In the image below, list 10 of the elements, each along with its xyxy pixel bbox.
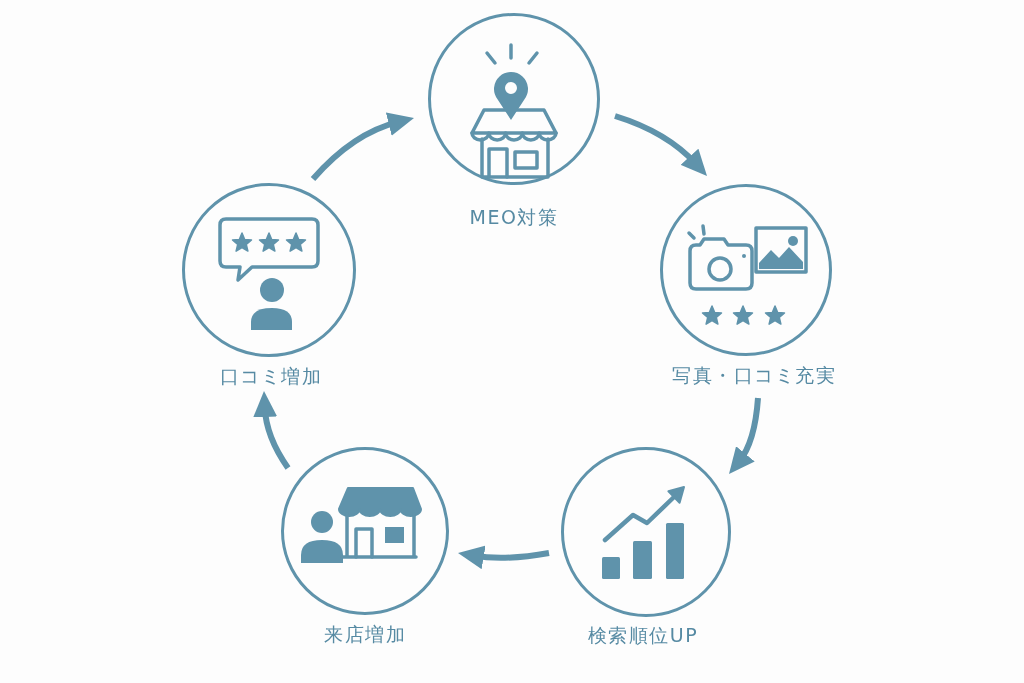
curved-arrow	[457, 545, 550, 570]
step-label: 写真・口コミ充実	[672, 363, 836, 387]
step-label: 検索順位UP	[587, 623, 699, 647]
step-label: 来店増加	[324, 622, 406, 646]
step-label: MEO対策	[469, 205, 559, 229]
curved-arrow	[614, 113, 708, 176]
step-label: 口コミ増加	[219, 364, 323, 388]
curved-arrow	[253, 391, 291, 470]
curved-arrow	[729, 397, 761, 475]
curved-arrow	[310, 112, 414, 181]
